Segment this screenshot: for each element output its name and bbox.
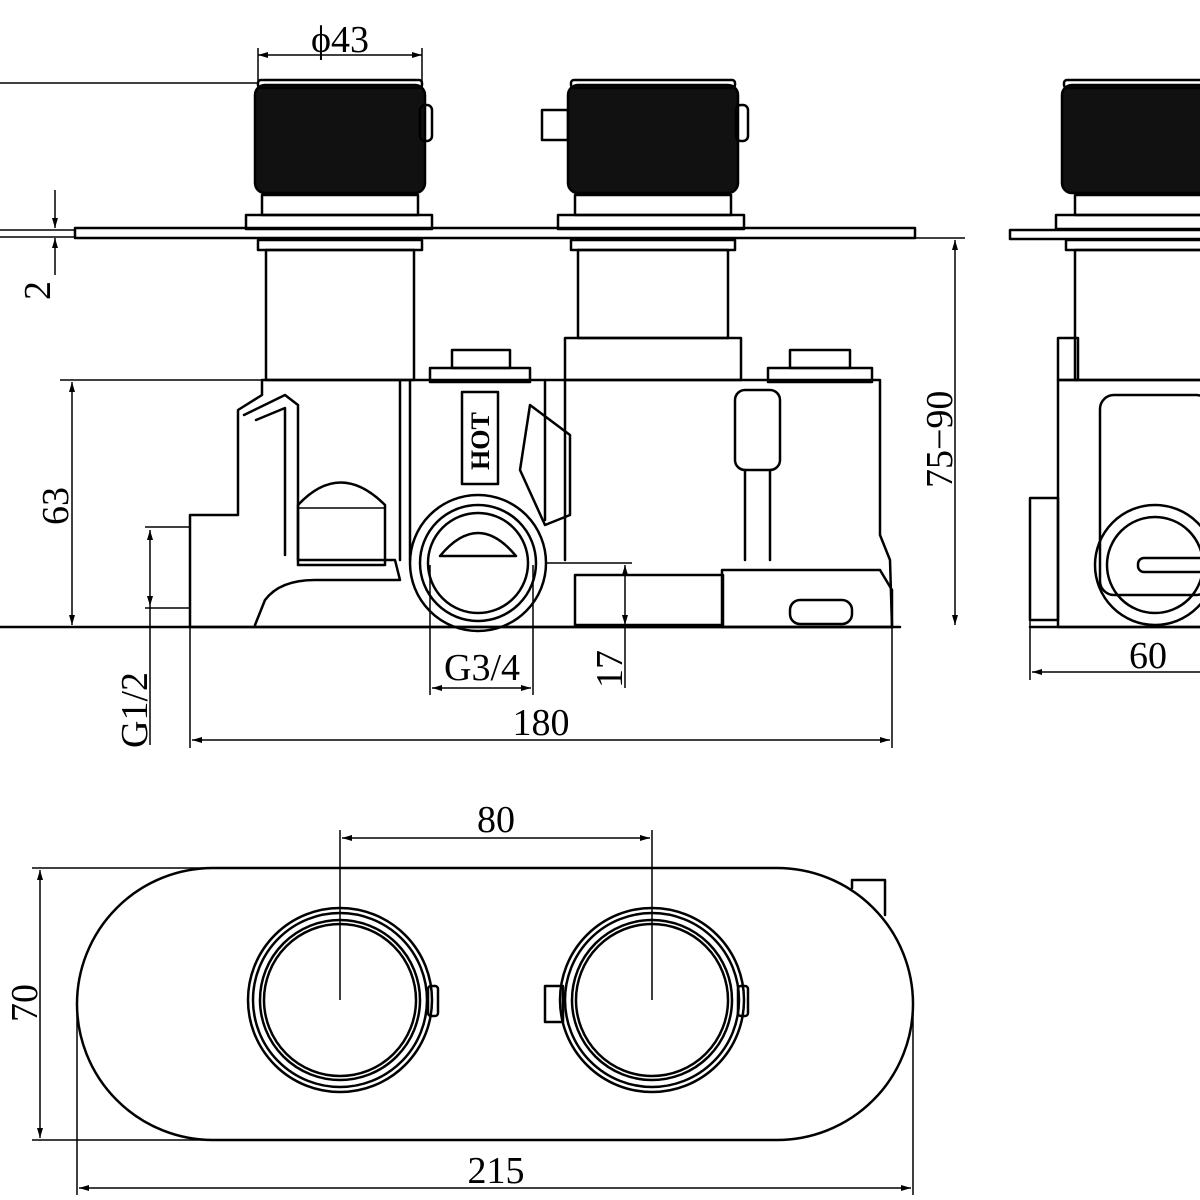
- dim-knob-diameter: ϕ43: [311, 19, 369, 61]
- front-view: HOT ϕ43 2 63: [0, 19, 965, 748]
- plan-view: 80 70 215: [4, 799, 915, 1195]
- side-view: 60: [1008, 78, 1200, 680]
- dim-outlet-thread: G3/4: [444, 647, 520, 689]
- dim-inlet-thread: G1/2: [114, 672, 156, 748]
- dim-side-depth: 60: [1129, 635, 1167, 677]
- hot-label: HOT: [466, 412, 495, 470]
- dim-body-height: 63: [35, 487, 77, 525]
- dim-plate-width: 215: [468, 1150, 525, 1192]
- dim-body-width: 180: [513, 702, 570, 744]
- left-knob: [244, 78, 434, 382]
- valve-body: HOT: [188, 348, 894, 633]
- dim-plate-height: 70: [4, 984, 46, 1022]
- side-knob-grip: [1060, 83, 1200, 195]
- plan-left-knob: [246, 906, 440, 1094]
- plan-right-knob: [543, 906, 750, 1094]
- right-knob-grip: [566, 83, 740, 195]
- cover-plate-side: [73, 226, 917, 240]
- dim-outlet-height: 17: [589, 650, 631, 688]
- cover-plate-front: [75, 866, 915, 1142]
- right-knob: [540, 78, 750, 382]
- left-knob-grip: [253, 83, 427, 195]
- dim-depth-range: 75−90: [919, 391, 961, 488]
- dim-knob-spacing: 80: [477, 799, 515, 841]
- dim-plate-thickness: 2: [17, 281, 59, 300]
